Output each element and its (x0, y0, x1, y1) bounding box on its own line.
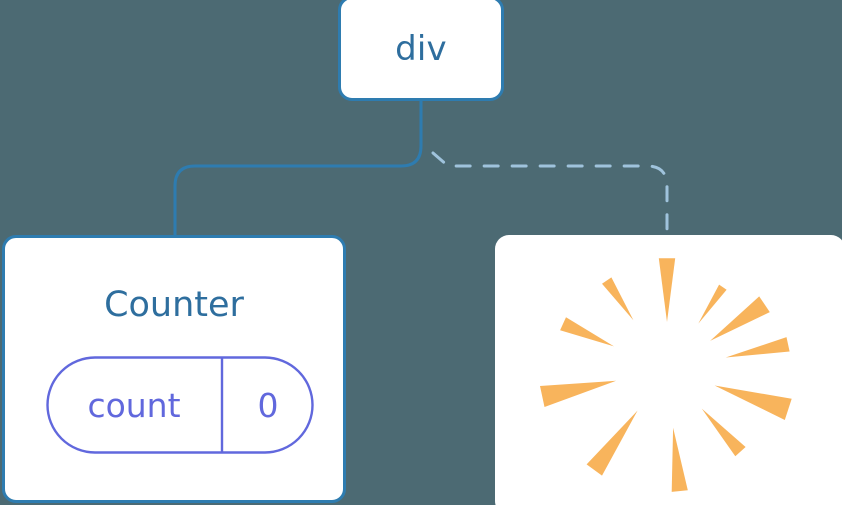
node-burst[interactable] (495, 235, 842, 505)
node-counter[interactable]: Counter count 0 (2, 235, 346, 503)
edge-div-to-burst (431, 151, 669, 238)
edge-div-to-counter (173, 99, 423, 238)
burst-ray-3 (725, 337, 790, 358)
state-value-label: 0 (257, 385, 279, 425)
burst-ray-0 (658, 258, 676, 322)
node-div[interactable]: div (338, 0, 504, 101)
burst-ray-7 (586, 410, 638, 476)
burst-ray-8 (540, 380, 617, 407)
burst-ray-2 (710, 296, 770, 341)
state-pill[interactable]: count 0 (46, 356, 314, 454)
burst-ray-9 (560, 317, 614, 347)
node-div-label: div (395, 28, 447, 69)
state-pill-shape (46, 356, 314, 454)
starburst-icon (540, 258, 792, 492)
burst-ray-1 (698, 284, 727, 324)
burst-ray-4 (714, 385, 792, 420)
burst-ray-10 (602, 277, 634, 321)
burst-ray-5 (701, 408, 746, 457)
state-name-label: count (87, 385, 181, 425)
node-counter-label: Counter (104, 285, 244, 325)
burst-ray-6 (671, 427, 688, 492)
